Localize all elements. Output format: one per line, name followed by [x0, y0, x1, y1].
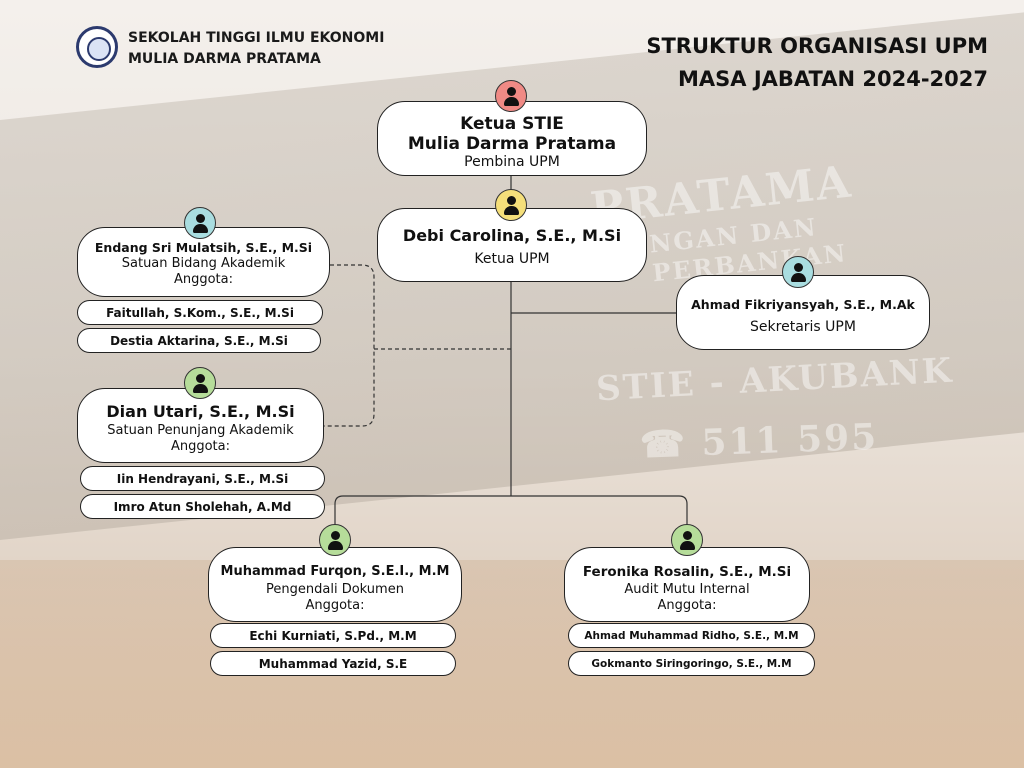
- person-icon: [782, 256, 814, 288]
- node-audit: Feronika Rosalin, S.E., M.Si Audit Mutu …: [564, 547, 810, 622]
- member-akademik-2: Destia Aktarina, S.E., M.Si: [77, 328, 321, 353]
- school-name-line1: SEKOLAH TINGGI ILMU EKONOMI: [128, 30, 385, 46]
- line-bottom-branch: [334, 495, 688, 531]
- audit-name: Feronika Rosalin, S.E., M.Si: [582, 563, 792, 580]
- akademik-name: Endang Sri Mulatsih, S.E., M.Si: [94, 239, 313, 255]
- akademik-role: Satuan Bidang Akademik: [121, 255, 286, 271]
- penunjang-role: Satuan Penunjang Akademik: [107, 422, 294, 438]
- pembina-name-line2: Mulia Darma Pratama: [407, 133, 617, 154]
- node-pembina: Ketua STIE Mulia Darma Pratama Pembina U…: [377, 101, 647, 176]
- node-akademik: Endang Sri Mulatsih, S.E., M.Si Satuan B…: [77, 227, 330, 297]
- audit-role: Audit Mutu Internal: [624, 581, 750, 597]
- sekretaris-role: Sekretaris UPM: [750, 318, 856, 335]
- penunjang-members-label: Anggota:: [170, 438, 231, 454]
- person-icon: [495, 189, 527, 221]
- person-icon: [495, 80, 527, 112]
- pembina-role: Pembina UPM: [464, 153, 560, 170]
- node-dokumen: Muhammad Furqon, S.E.I., M.M Pengendali …: [208, 547, 462, 622]
- person-icon: [184, 367, 216, 399]
- audit-members-label: Anggota:: [657, 597, 717, 613]
- akademik-members-label: Anggota:: [173, 271, 234, 287]
- member-penunjang-2: Imro Atun Sholehah, A.Md: [80, 494, 325, 519]
- line-dashed-akademik: [324, 264, 375, 427]
- penunjang-name: Dian Utari, S.E., M.Si: [106, 401, 295, 421]
- page-title: STRUKTUR ORGANISASI UPM MASA JABATAN 202…: [646, 30, 988, 96]
- sekretaris-name: Ahmad Fikriyansyah, S.E., M.Ak: [691, 296, 915, 312]
- node-ketua: Debi Carolina, S.E., M.Si Ketua UPM: [377, 208, 647, 282]
- member-dokumen-2: Muhammad Yazid, S.E: [210, 651, 456, 676]
- school-name: SEKOLAH TINGGI ILMU EKONOMI MULIA DARMA …: [128, 28, 384, 70]
- pembina-name-line1: Ketua STIE: [460, 113, 564, 134]
- dokumen-members-label: Anggota:: [305, 597, 365, 613]
- title-line2: MASA JABATAN 2024-2027: [678, 67, 988, 91]
- person-icon: [319, 524, 351, 556]
- dokumen-name: Muhammad Furqon, S.E.I., M.M: [220, 563, 450, 579]
- title-line1: STRUKTUR ORGANISASI UPM: [646, 34, 988, 58]
- member-dokumen-1: Echi Kurniati, S.Pd., M.M: [210, 623, 456, 648]
- person-icon: [184, 207, 216, 239]
- member-akademik-1: Faitullah, S.Kom., S.E., M.Si: [77, 300, 323, 325]
- ketua-role: Ketua UPM: [474, 251, 550, 267]
- ketua-name: Debi Carolina, S.E., M.Si: [402, 226, 622, 245]
- ground: [0, 560, 1024, 768]
- person-icon: [671, 524, 703, 556]
- dokumen-role: Pengendali Dokumen: [266, 581, 404, 597]
- member-audit-2: Gokmanto Siringoringo, S.E., M.M: [568, 651, 815, 676]
- member-penunjang-1: Iin Hendrayani, S.E., M.Si: [80, 466, 325, 491]
- node-sekretaris: Ahmad Fikriyansyah, S.E., M.Ak Sekretari…: [676, 275, 930, 350]
- school-logo: [76, 26, 118, 68]
- member-audit-1: Ahmad Muhammad Ridho, S.E., M.M: [568, 623, 815, 648]
- school-name-line2: MULIA DARMA PRATAMA: [128, 51, 321, 67]
- node-penunjang: Dian Utari, S.E., M.Si Satuan Penunjang …: [77, 388, 324, 463]
